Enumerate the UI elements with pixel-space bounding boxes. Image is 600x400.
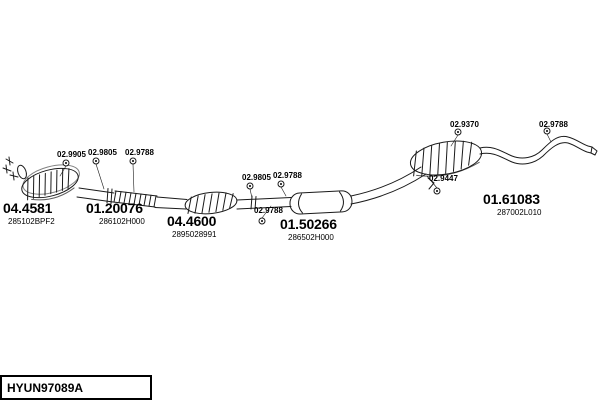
- bolt-icon: [454, 128, 462, 136]
- fastener-callout: 02.9788: [273, 171, 302, 180]
- diagram-id-box: HYUN97089A: [0, 375, 152, 400]
- part-callout-rear-muffler: 01.61083: [483, 191, 540, 207]
- front-pipe: [76, 187, 115, 204]
- bolt-icon: [92, 157, 100, 165]
- front-catalytic-converter: [21, 164, 80, 201]
- fastener-callout: 02.9788: [254, 206, 283, 215]
- front-flange-studs: [2, 156, 27, 181]
- fastener-callout: 02.9805: [88, 148, 117, 157]
- flex-pipe: [112, 190, 158, 208]
- rear-muffler: [409, 140, 483, 177]
- part-callout-center-cat: 04.4600: [167, 213, 217, 229]
- part-callout-front-cat: 04.4581: [3, 200, 53, 216]
- part-callout-front-pipe: 01.20076: [86, 200, 143, 216]
- fastener-callout: 02.9447: [429, 174, 458, 183]
- part-callout-center-muffler: 01.50266: [280, 216, 337, 232]
- bolt-icon: [258, 217, 266, 225]
- fastener-callout: 02.9788: [539, 120, 568, 129]
- center-muffler: [289, 190, 353, 215]
- bolt-icon: [433, 187, 441, 195]
- part-number-front-cat: 285102BPF2: [8, 217, 55, 226]
- fastener-callout: 02.9905: [57, 150, 86, 159]
- fastener-callout: 02.9788: [125, 148, 154, 157]
- part-number-front-pipe: 286102H000: [99, 217, 145, 226]
- bolt-icon: [129, 157, 137, 165]
- part-number-center-cat: 2895028991: [172, 230, 217, 239]
- bolt-icon: [246, 182, 254, 190]
- bolt-icon: [277, 180, 285, 188]
- bolt-icon: [62, 159, 70, 167]
- fastener-callout: 02.9805: [242, 173, 271, 182]
- intermediate-pipe: [154, 196, 188, 210]
- diagram-id-label: HYUN97089A: [7, 380, 84, 395]
- bolt-icon: [543, 127, 551, 135]
- tail-pipe: [479, 135, 598, 165]
- part-number-rear-muffler: 287002L010: [497, 208, 542, 217]
- part-number-center-muffler: 286502H000: [288, 233, 334, 242]
- fastener-callout: 02.9370: [450, 120, 479, 129]
- leader-lines: [59, 133, 552, 219]
- bolt-icons: [62, 127, 551, 225]
